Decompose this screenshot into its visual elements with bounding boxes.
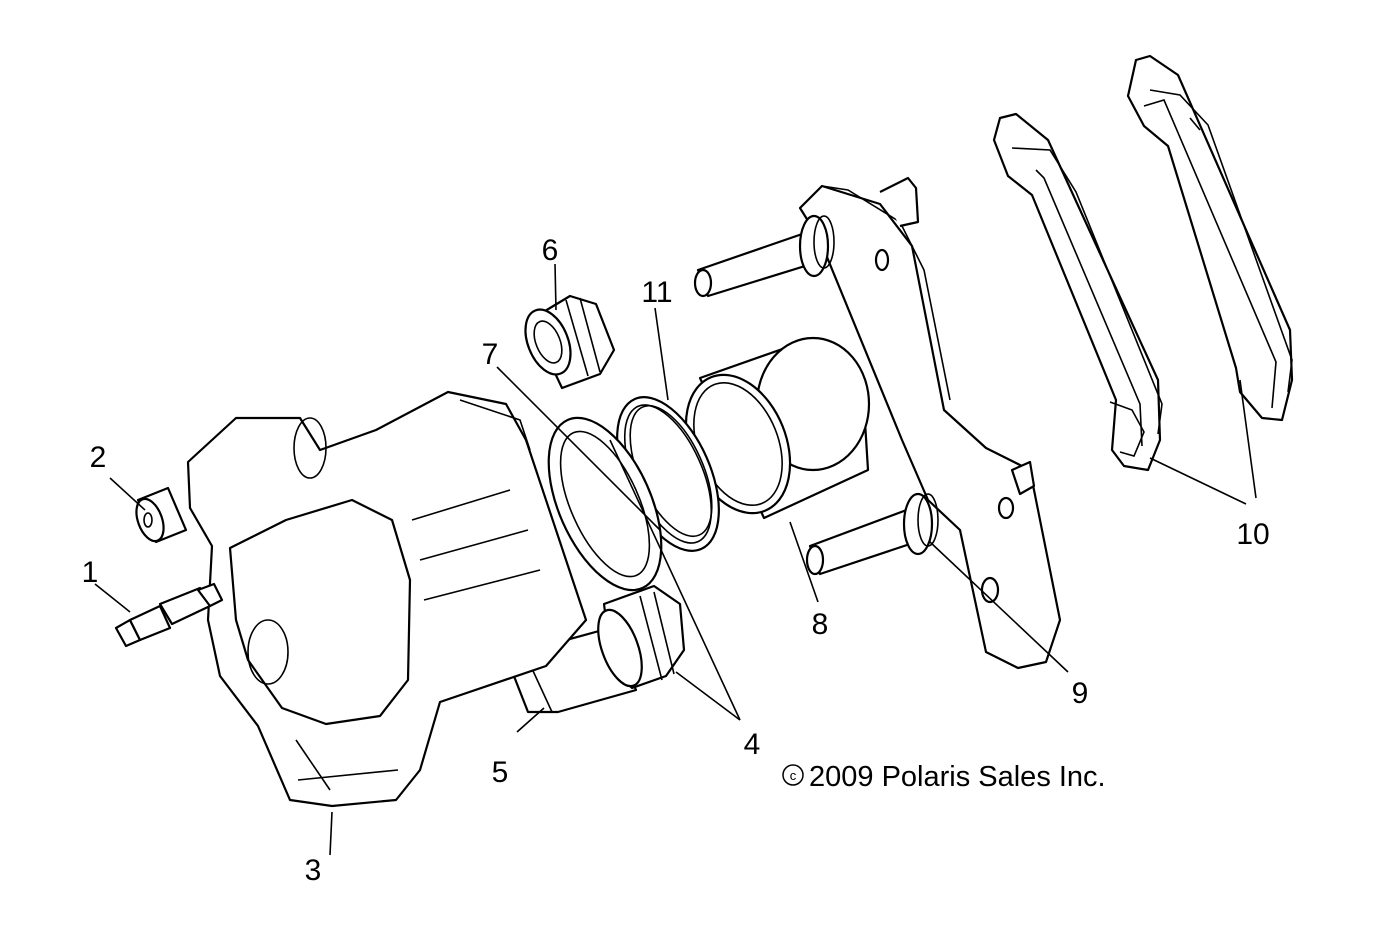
copyright-symbol: c — [790, 768, 797, 783]
callout-4: 4 — [744, 728, 761, 761]
leader-lines — [94, 263, 1257, 856]
caliper-body — [186, 390, 588, 808]
copyright-icon — [782, 764, 804, 786]
brake-pad-rear — [1126, 54, 1294, 422]
callout-3: 3 — [305, 854, 322, 887]
callout-8: 8 — [812, 608, 829, 641]
brake-pad-front — [992, 112, 1163, 472]
caliper-bracket — [693, 176, 1062, 670]
dust-seal — [547, 416, 663, 592]
copyright-text: 2009 Polaris Sales Inc. — [809, 761, 1106, 793]
pin-boot-upper — [524, 294, 616, 390]
callout-1: 1 — [82, 556, 99, 589]
callout-2: 2 — [90, 441, 107, 474]
callout-7: 7 — [482, 338, 499, 371]
callout-11: 11 — [641, 276, 672, 309]
copyright-notice: c 2009 Polaris Sales Inc. — [782, 761, 1106, 793]
callout-10: 10 — [1236, 518, 1269, 551]
callout-9: 9 — [1072, 677, 1089, 710]
bleeder-screw — [114, 582, 224, 648]
callout-6: 6 — [542, 234, 559, 267]
callout-5: 5 — [492, 756, 509, 789]
bleeder-cap — [135, 486, 188, 544]
